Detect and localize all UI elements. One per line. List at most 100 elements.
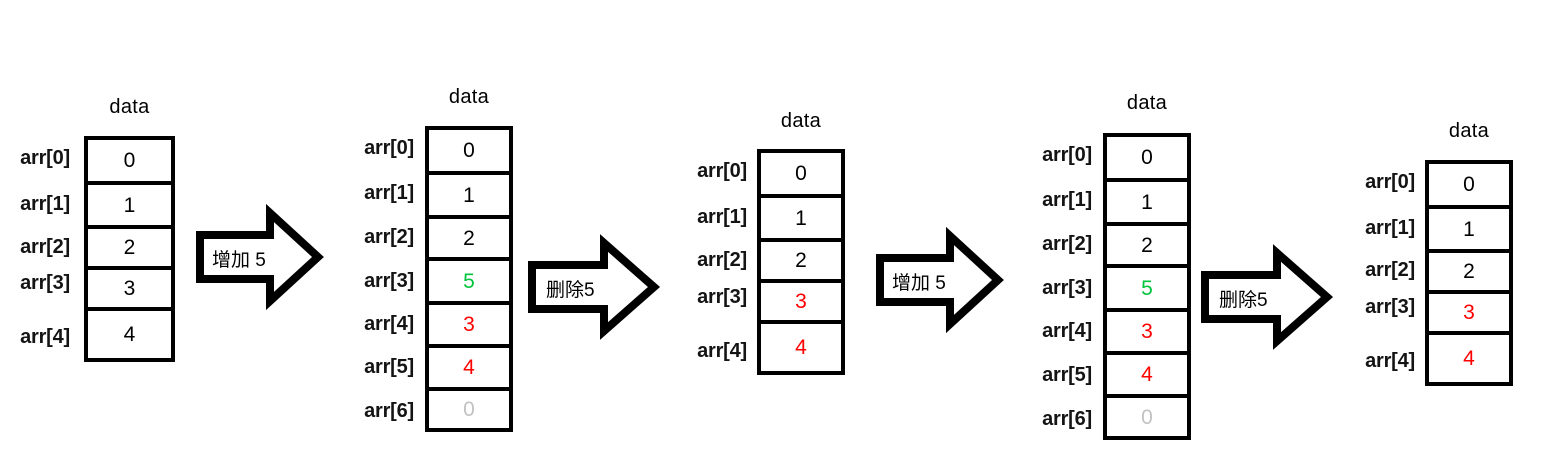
array-cell-4-4: 3 (1107, 312, 1187, 355)
array-cell-5-3: 3 (1429, 294, 1509, 335)
index-label-3-2: arr[2] (697, 249, 747, 271)
index-label-5-3: arr[3] (1365, 296, 1415, 318)
cell-value-5-4: 4 (1463, 347, 1475, 370)
arrow-label-2: 删除5 (546, 280, 595, 301)
cell-value-3-1: 1 (795, 206, 807, 230)
data-header-1: data (109, 96, 150, 118)
array-cell-1-0: 0 (88, 140, 171, 185)
index-label-3-0: arr[0] (697, 160, 747, 182)
array-cell-1-1: 1 (88, 185, 171, 229)
index-label-1-0: arr[0] (20, 147, 70, 169)
arrow-delete-2: 删除5 (1201, 244, 1334, 350)
index-label-2-0: arr[0] (364, 137, 414, 159)
array-cell-2-5: 4 (429, 348, 509, 391)
array-cell-4-5: 4 (1107, 355, 1187, 398)
array-cell-5-1: 1 (1429, 209, 1509, 253)
array-cell-5-0: 0 (1429, 164, 1509, 209)
cell-value-2-5: 4 (463, 356, 475, 379)
index-label-2-5: arr[5] (364, 356, 414, 378)
array-cell-1-4: 4 (88, 311, 171, 358)
array-cell-3-1: 1 (761, 198, 841, 242)
index-label-5-0: arr[0] (1365, 171, 1415, 193)
index-label-1-4: arr[4] (20, 326, 70, 348)
block-arrow-icon (528, 234, 661, 340)
block-arrow-icon (1201, 244, 1334, 350)
index-label-1-3: arr[3] (20, 272, 70, 294)
array-cell-4-1: 1 (1107, 182, 1187, 226)
cell-value-3-2: 2 (795, 249, 807, 272)
array-cell-5-2: 2 (1429, 253, 1509, 294)
array-cell-1-3: 3 (88, 270, 171, 311)
cell-value-1-0: 0 (123, 149, 136, 172)
array-cell-3-3: 3 (761, 283, 841, 324)
cell-value-5-1: 1 (1463, 217, 1475, 241)
array-box-5: 0 1 2 3 4 (1425, 160, 1513, 386)
cell-value-5-2: 2 (1463, 260, 1475, 283)
array-cell-4-6: 0 (1107, 398, 1187, 436)
index-label-2-2: arr[2] (364, 226, 414, 248)
arrow-label-3: 增加 5 (892, 273, 946, 294)
array-box-1: 0 1 2 3 4 (84, 136, 175, 362)
array-cell-3-4: 4 (761, 324, 841, 371)
arrow-label-4: 删除5 (1219, 290, 1268, 311)
cell-value-3-3: 3 (795, 290, 807, 313)
arrow-label-1: 增加 5 (212, 250, 266, 271)
cell-value-4-2: 2 (1141, 233, 1153, 257)
index-label-2-1: arr[1] (364, 182, 414, 204)
index-label-4-4: arr[4] (1042, 320, 1092, 342)
arrow-delete-1: 删除5 (528, 234, 661, 340)
arrow-increase-1: 增加 5 (196, 203, 324, 311)
cell-value-1-4: 4 (123, 323, 136, 346)
data-header-5: data (1448, 120, 1490, 142)
index-label-5-1: arr[1] (1365, 217, 1415, 239)
array-cell-2-6: 0 (429, 391, 509, 428)
block-arrow-icon (876, 226, 1004, 334)
array-cell-2-2: 2 (429, 219, 509, 261)
data-header-4: data (1126, 92, 1168, 114)
array-cell-4-2: 2 (1107, 226, 1187, 268)
array-cell-2-3: 5 (429, 261, 509, 305)
cell-value-3-0: 0 (795, 162, 807, 185)
index-label-4-2: arr[2] (1042, 233, 1092, 255)
cell-value-4-1: 1 (1141, 190, 1153, 214)
array-cell-4-0: 0 (1107, 137, 1187, 182)
array-box-4: 0 1 2 5 3 4 0 (1103, 133, 1191, 440)
cell-value-2-6: 0 (463, 398, 475, 421)
array-cell-5-4: 4 (1429, 335, 1509, 382)
index-label-5-4: arr[4] (1365, 350, 1415, 372)
cell-value-2-0: 0 (463, 139, 475, 162)
index-label-1-1: arr[1] (20, 193, 70, 215)
block-arrow-icon (196, 203, 324, 311)
cell-value-2-1: 1 (463, 183, 475, 207)
cell-value-1-2: 2 (123, 236, 136, 259)
cell-value-2-2: 2 (463, 226, 475, 250)
index-label-2-4: arr[4] (364, 313, 414, 335)
data-header-2: data (448, 86, 490, 108)
array-cell-4-3: 5 (1107, 268, 1187, 312)
cell-value-4-6: 0 (1141, 405, 1153, 429)
array-cell-1-2: 2 (88, 229, 171, 270)
index-label-1-2: arr[2] (20, 236, 70, 258)
cell-value-4-3: 5 (1141, 276, 1153, 300)
cell-value-2-4: 3 (463, 313, 475, 336)
index-label-4-3: arr[3] (1042, 277, 1092, 299)
cell-value-4-5: 4 (1141, 363, 1153, 386)
index-label-2-6: arr[6] (364, 400, 414, 422)
index-label-4-6: arr[6] (1042, 408, 1092, 430)
array-cell-2-0: 0 (429, 130, 509, 175)
cell-value-3-4: 4 (795, 336, 807, 359)
array-cell-2-1: 1 (429, 175, 509, 219)
cell-value-4-4: 3 (1141, 320, 1153, 343)
data-header-3: data (780, 110, 822, 132)
index-label-2-3: arr[3] (364, 270, 414, 292)
index-label-5-2: arr[2] (1365, 259, 1415, 281)
cell-value-5-3: 3 (1463, 301, 1475, 324)
cell-value-5-0: 0 (1463, 173, 1475, 196)
array-cell-2-4: 3 (429, 305, 509, 348)
arrow-increase-2: 增加 5 (876, 226, 1004, 334)
cell-value-1-1: 1 (123, 193, 136, 217)
array-cell-3-0: 0 (761, 153, 841, 198)
index-label-4-1: arr[1] (1042, 189, 1092, 211)
index-label-3-1: arr[1] (697, 206, 747, 228)
